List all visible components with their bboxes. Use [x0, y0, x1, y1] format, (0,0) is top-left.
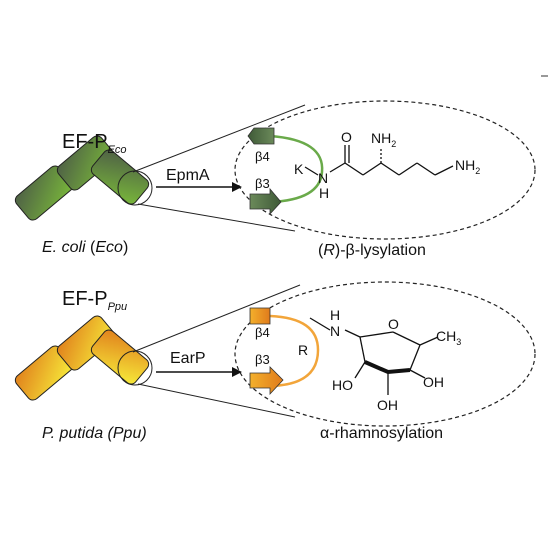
- efp-ppu-domains: [14, 315, 150, 401]
- panel-eco: EF-PEco EpmA β4 β3 K N: [14, 100, 536, 259]
- panel-ppu: EF-PPpu EarP β4 β3 R: [14, 281, 536, 442]
- loop-eco: [269, 134, 324, 204]
- zoom-ellipse-ppu: [234, 281, 536, 427]
- zoom-ellipse-eco: [234, 100, 536, 240]
- beta3-label-ppu: β3: [255, 352, 270, 367]
- zoom-line-bottom-ppu: [137, 383, 296, 418]
- ring-front-edge: [364, 360, 411, 375]
- efp-eco-domains: [14, 135, 150, 221]
- beta4-strand-eco: [247, 127, 275, 145]
- loop-ppu: [269, 314, 320, 388]
- protein-label-ppu: EF-PPpu: [62, 288, 127, 313]
- efp-domain-3: [90, 149, 150, 205]
- zoom-line-bottom-eco: [137, 203, 296, 232]
- beta3-label-eco: β3: [255, 176, 270, 191]
- beta4-strand-ppu: [249, 307, 271, 325]
- chem-O-ppu: O: [388, 316, 399, 332]
- enzyme-label-ppu: EarP: [170, 350, 206, 367]
- chem-CH3: CH3: [436, 328, 461, 347]
- residue-label-eco: K: [294, 161, 304, 177]
- chem-NH2-end: NH2: [455, 157, 480, 176]
- beta4-label-eco: β4: [255, 149, 270, 164]
- organism-label-ppu: P. putida (Ppu): [42, 425, 147, 442]
- zoom-line-top-ppu: [132, 284, 301, 353]
- chem-OH-2: OH: [423, 374, 444, 390]
- chem-O-eco: O: [341, 129, 352, 145]
- beta3-strand-ppu: [249, 366, 284, 396]
- chem-N-eco: N: [318, 170, 328, 186]
- chem-HO-1: HO: [332, 377, 353, 393]
- chem-N-ppu: N: [330, 323, 340, 339]
- chem-NH2-top: NH2: [371, 130, 396, 149]
- efp-ppu-domain-3: [90, 329, 150, 385]
- modification-label-ppu: α-rhamnosylation: [320, 425, 443, 442]
- residue-label-ppu: R: [298, 342, 308, 358]
- chem-OH-1: OH: [377, 397, 398, 413]
- chem-H-ppu: H: [330, 307, 340, 323]
- enzyme-label-eco: EpmA: [166, 167, 210, 184]
- beta4-label-ppu: β4: [255, 325, 270, 340]
- lysyl-structure: [304, 145, 454, 176]
- protein-label-eco: EF-PEco: [62, 131, 127, 156]
- chem-H-eco: H: [319, 185, 329, 201]
- organism-label-eco: E. coli (Eco): [42, 239, 128, 256]
- beta3-strand-eco: [249, 187, 282, 216]
- modification-label-eco: (R)-β-lysylation: [318, 242, 426, 259]
- zoom-line-top-eco: [132, 104, 306, 173]
